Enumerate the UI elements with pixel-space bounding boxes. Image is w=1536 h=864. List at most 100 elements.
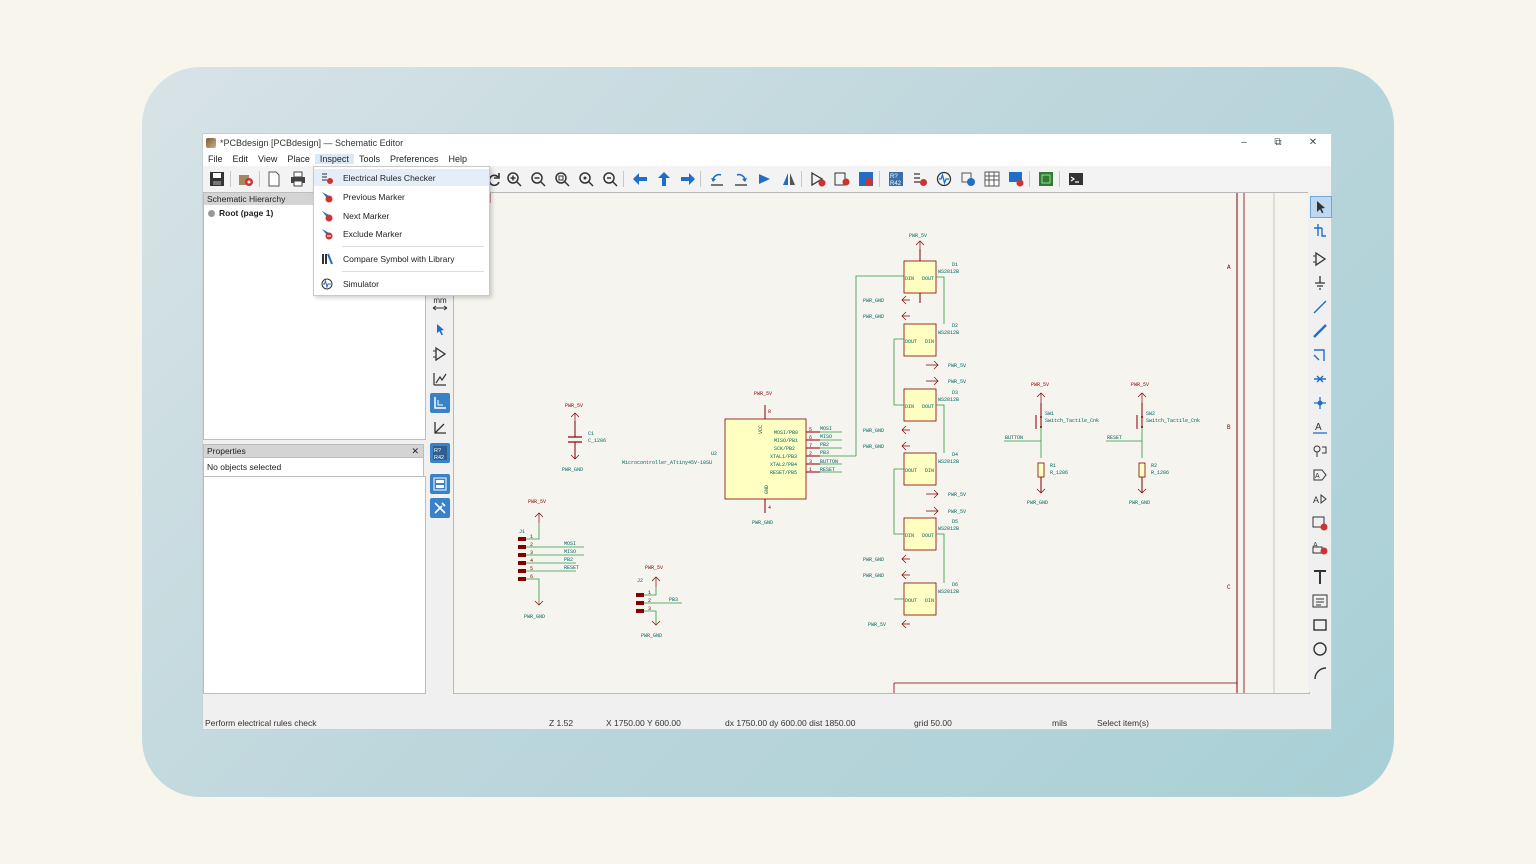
navigate-back-icon[interactable] bbox=[631, 170, 649, 188]
add-circle-icon[interactable] bbox=[1310, 639, 1330, 659]
menu-item-next-marker[interactable]: Next Marker bbox=[314, 207, 489, 224]
minimize-button[interactable]: – bbox=[1241, 137, 1247, 148]
menu-item-erc[interactable]: Electrical Rules Checker bbox=[314, 169, 489, 186]
print-icon[interactable] bbox=[289, 170, 307, 188]
import-sheet-pin-icon[interactable]: A bbox=[1310, 537, 1330, 557]
assign-footprints-icon[interactable] bbox=[959, 170, 977, 188]
mcu-u2[interactable]: PWR_5V PWR_GND U2 Microcontroller_ATtiny… bbox=[622, 391, 856, 526]
menu-edit[interactable]: Edit bbox=[232, 153, 249, 164]
menu-item-previous-marker[interactable]: Previous Marker bbox=[314, 188, 489, 205]
cursor-full-crosshair-icon[interactable] bbox=[430, 319, 450, 339]
close-button[interactable]: ✕ bbox=[1308, 137, 1318, 148]
add-wire-icon[interactable] bbox=[1310, 297, 1330, 317]
menu-item-compare-library[interactable]: Compare Symbol with Library bbox=[314, 250, 489, 267]
line-mode-free-icon[interactable] bbox=[430, 369, 450, 389]
symbol-editor-icon[interactable] bbox=[809, 170, 827, 188]
zoom-selection-icon[interactable] bbox=[601, 170, 619, 188]
navigate-up-icon[interactable] bbox=[655, 170, 673, 188]
menu-place[interactable]: Place bbox=[287, 153, 310, 164]
add-arc-icon[interactable] bbox=[1310, 663, 1330, 683]
add-global-label-icon[interactable]: A bbox=[1310, 465, 1330, 485]
zoom-in-icon[interactable] bbox=[505, 170, 523, 188]
add-junction-icon[interactable] bbox=[1310, 393, 1330, 413]
svg-text:D4: D4 bbox=[952, 452, 958, 458]
svg-text:WS2812B: WS2812B bbox=[938, 397, 959, 403]
mcu-gnd-pin: GND bbox=[764, 485, 770, 494]
zoom-fit-icon[interactable] bbox=[553, 170, 571, 188]
add-power-icon[interactable] bbox=[1310, 273, 1330, 293]
led-chain[interactable]: DIN DOUT D1 WS2812B DOUT DIN D2 WS2812B bbox=[863, 233, 966, 629]
add-rectangle-icon[interactable] bbox=[1310, 615, 1330, 635]
capacitor-c1[interactable]: PWR_5V C1 C_1206 PWR_GND bbox=[562, 403, 606, 473]
rotate-cw-icon[interactable] bbox=[732, 170, 750, 188]
svg-text:DIN: DIN bbox=[925, 598, 934, 604]
add-label-icon[interactable]: A bbox=[1310, 417, 1330, 437]
rotate-ccw-icon[interactable] bbox=[708, 170, 726, 188]
menu-inspect[interactable]: Inspect bbox=[314, 153, 354, 164]
no-connect-icon[interactable] bbox=[1310, 369, 1330, 389]
line-mode-90-icon[interactable] bbox=[430, 393, 450, 413]
add-text-icon[interactable] bbox=[1310, 567, 1330, 587]
navigate-forward-icon[interactable] bbox=[679, 170, 697, 188]
line-mode-45-icon[interactable] bbox=[430, 418, 450, 438]
schematic-setup-icon[interactable] bbox=[237, 170, 255, 188]
maximize-button[interactable]: ⧉ bbox=[1274, 137, 1282, 148]
menu-item-simulator[interactable]: Simulator bbox=[314, 275, 489, 292]
mirror-vertical-icon[interactable] bbox=[756, 170, 774, 188]
highlight-net-icon[interactable] bbox=[1310, 220, 1330, 240]
status-zoom: Z 1.52 bbox=[549, 718, 574, 728]
schematic-canvas[interactable]: A B C PWR_5V PWR_GND U2 Microcontroller_… bbox=[453, 192, 1310, 694]
switch-sw2[interactable]: PWR_5V SW2 Switch_Tactile_Cnk RESET R2 R… bbox=[1106, 382, 1200, 506]
properties-toggle-icon[interactable] bbox=[430, 498, 450, 518]
annotate-toggle-icon[interactable]: R?R42 bbox=[430, 443, 450, 463]
status-bar: Perform electrical rules check Z 1.52 X … bbox=[203, 716, 1331, 729]
menu-file[interactable]: File bbox=[208, 153, 223, 164]
symbol-browser-icon[interactable] bbox=[833, 170, 851, 188]
add-hier-label-icon[interactable]: A bbox=[1310, 489, 1330, 509]
simulator-toolbar-icon[interactable] bbox=[935, 170, 953, 188]
page-settings-icon[interactable] bbox=[265, 170, 283, 188]
save-icon[interactable] bbox=[208, 170, 226, 188]
add-bus-icon[interactable] bbox=[1310, 321, 1330, 341]
right-toolbar: A A A A bbox=[1308, 192, 1332, 692]
menu-item-exclude-marker[interactable]: Exclude Marker bbox=[314, 225, 489, 242]
menu-help[interactable]: Help bbox=[448, 153, 467, 164]
hierarchy-navigator-toggle-icon[interactable] bbox=[430, 474, 450, 494]
erc-icon[interactable] bbox=[911, 170, 929, 188]
svg-text:WS2812B: WS2812B bbox=[938, 269, 959, 275]
bom-table-icon[interactable] bbox=[983, 170, 1001, 188]
add-bus-entry-icon[interactable] bbox=[1310, 345, 1330, 365]
svg-text:PWR_5V: PWR_5V bbox=[909, 233, 927, 239]
open-pcb-editor-icon[interactable] bbox=[1037, 170, 1055, 188]
add-symbol-icon[interactable] bbox=[1310, 249, 1330, 269]
mirror-horizontal-icon[interactable] bbox=[780, 170, 798, 188]
update-symbols-icon[interactable] bbox=[857, 170, 875, 188]
svg-text:4: 4 bbox=[530, 558, 533, 564]
mcu-ref: U2 bbox=[711, 451, 717, 457]
scripting-console-icon[interactable] bbox=[1067, 170, 1085, 188]
svg-text:1: 1 bbox=[530, 534, 533, 540]
units-mm-toggle[interactable]: mm bbox=[430, 294, 450, 314]
menu-tools[interactable]: Tools bbox=[358, 153, 380, 164]
svg-text:PWR_GND: PWR_GND bbox=[863, 444, 884, 450]
add-sheet-icon[interactable] bbox=[1310, 513, 1330, 533]
svg-text:PWR_5V: PWR_5V bbox=[528, 499, 546, 505]
select-tool-icon[interactable] bbox=[1310, 196, 1332, 218]
hierarchy-item-root[interactable]: Root (page 1) bbox=[208, 208, 273, 218]
show-hidden-pins-icon[interactable] bbox=[430, 344, 450, 364]
menu-preferences[interactable]: Preferences bbox=[389, 153, 439, 164]
zoom-objects-icon[interactable] bbox=[577, 170, 595, 188]
properties-close-icon[interactable]: ✕ bbox=[411, 446, 419, 456]
generate-bom-icon[interactable] bbox=[1007, 170, 1025, 188]
menu-view[interactable]: View bbox=[258, 153, 278, 164]
svg-text:BUTTON: BUTTON bbox=[1005, 435, 1023, 441]
annotate-icon[interactable]: R?R42 bbox=[887, 170, 905, 188]
zoom-out-icon[interactable] bbox=[529, 170, 547, 188]
switch-sw1[interactable]: PWR_5V SW1 Switch_Tactile_Cnk BUTTON R1 … bbox=[1004, 382, 1099, 506]
add-textbox-icon[interactable] bbox=[1310, 591, 1330, 611]
svg-text:A: A bbox=[1313, 495, 1319, 505]
connector-j2[interactable]: PWR_5V J2 1 2 3 PB3 PWR_GND bbox=[636, 565, 682, 639]
connector-j1[interactable]: PWR_5V J1 1 2 3 4 5 6 MOSI bbox=[518, 499, 584, 620]
menu-item-erc-label: Electrical Rules Checker bbox=[343, 172, 436, 183]
add-net-class-icon[interactable] bbox=[1310, 441, 1330, 461]
